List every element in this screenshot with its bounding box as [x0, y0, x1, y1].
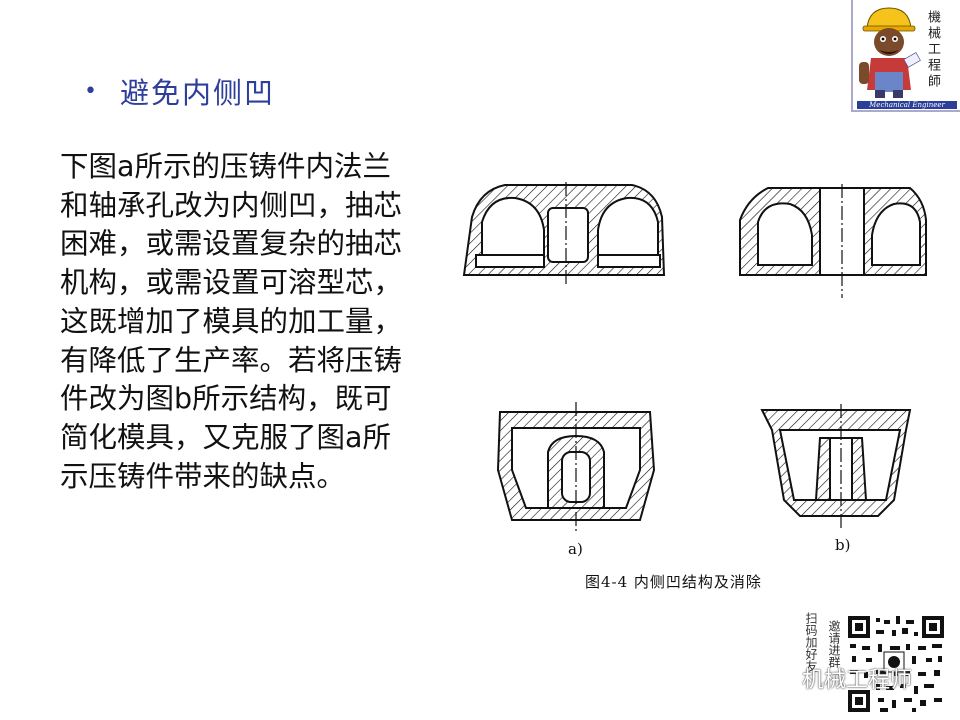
logo-chinese-text: 機械工程師 [925, 10, 940, 90]
qr-text-right: 邀请进群 [827, 620, 841, 668]
figure-a-top-section [462, 182, 666, 284]
figure-caption: 图4-4 内侧凹结构及消除 [585, 573, 762, 591]
body-line: 简化模具，又克服了图a所 [60, 420, 391, 454]
body-line: 下图a所示的压铸件内法兰 [60, 150, 391, 183]
engineer-logo: 機械工程師 Mechanical Engineer [851, 0, 960, 112]
body-line: 件改为图b所示结构，既可 [60, 382, 392, 416]
engineer-mascot-icon [859, 7, 921, 98]
slide-heading: 避免内侧凹 [120, 76, 276, 110]
body-paragraph: 下图a所示的压铸件内法兰 和轴承孔改为内侧凹，抽芯 困难，或需设置复杂的抽芯 机… [60, 148, 470, 496]
body-line: 有降低了生产率。若将压铸 [60, 343, 403, 377]
figure-b-label: b) [835, 536, 851, 554]
body-line: 示压铸件带来的缺点。 [60, 459, 346, 493]
figure-a-bottom-section [496, 402, 656, 534]
body-line: 和轴承孔改为内侧凹，抽芯 [60, 188, 403, 222]
figure-a-label: a) [568, 540, 583, 558]
logo-english-text: Mechanical Engineer [857, 101, 957, 109]
body-line: 这既增加了模具的加工量， [60, 304, 403, 338]
figure-b-top-section [739, 184, 927, 298]
figure-b-bottom-section [760, 404, 912, 530]
bullet-dot: • [84, 78, 97, 104]
watermark-text: 机械工程师 [802, 668, 913, 693]
body-line: 机构，或需设置可溶型芯， [60, 266, 403, 300]
wechat-watermark: 机械工程师 [768, 662, 912, 694]
qr-text-left: 扫码加好友 [804, 612, 818, 672]
body-line: 困难，或需设置复杂的抽芯 [60, 227, 403, 261]
wechat-icon [768, 663, 796, 693]
bullet-heading-row: • 避免内侧凹 [84, 70, 275, 112]
